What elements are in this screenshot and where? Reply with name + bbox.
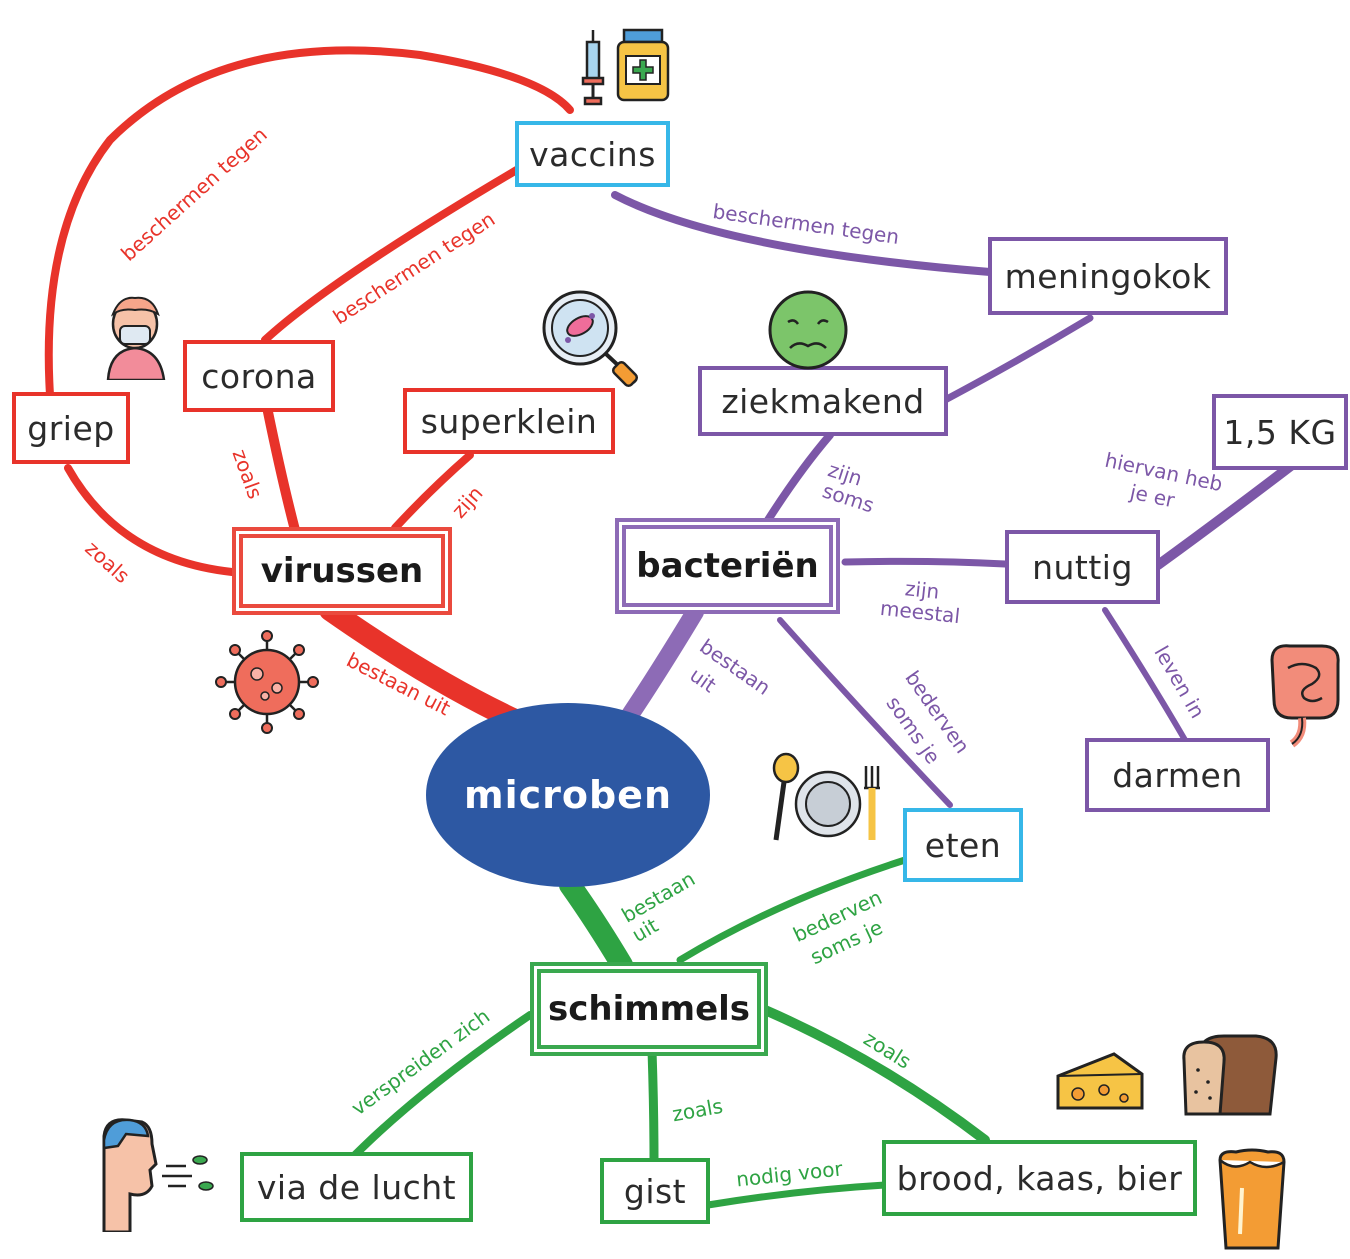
beer-icon [1218,1148,1286,1250]
bacteria-magnifier-icon [542,290,639,388]
node-darmen: darmen [1085,738,1270,812]
line-virussen-griep [64,464,236,576]
bread-icon [1182,1034,1278,1116]
syringe-icon [581,30,605,106]
line-microben-schimmels [559,874,633,976]
node-superklein-label: superklein [420,401,598,441]
node-gist: gist [600,1158,710,1224]
node-eten: eten [903,808,1023,882]
line-ziekmakend-meningokok [941,314,1094,404]
line-nuttig-darmen [1102,607,1188,743]
node-virussen: virussen [232,527,452,615]
center-label: microben [463,773,673,817]
line-bacterien-ziekmakend [764,431,834,524]
node-virussen-label: virussen [260,551,424,591]
node-via-de-lucht: via de lucht [240,1152,473,1222]
node-nuttig: nuttig [1005,530,1160,604]
line-virussen-microben [319,599,526,731]
line-griep-vaccins [44,46,574,399]
node-kg: 1,5 KG [1212,394,1348,470]
center-node-microben: microben [426,703,710,887]
cheese-icon [1056,1052,1144,1110]
node-meningokok: meningokok [988,237,1228,315]
node-corona: corona [183,340,335,412]
node-bacterien: bacteriën [615,518,840,614]
node-via-de-lucht-label: via de lucht [256,1167,457,1207]
line-corona-vaccins [261,164,524,344]
node-vaccins: vaccins [515,121,670,187]
medicine-jar-icon [616,28,670,102]
line-bacterien-microben [621,603,704,724]
node-darmen-label: darmen [1112,755,1243,795]
line-gist-brood [704,1181,889,1209]
node-ziekmakend-label: ziekmakend [721,381,925,421]
sick-person-mask-icon [106,296,166,380]
line-vaccins-meningokok [611,191,994,276]
node-schimmels-label: schimmels [547,989,751,1029]
intestines-icon [1270,644,1340,748]
nauseous-face-icon [768,290,848,370]
node-corona-label: corona [201,356,317,396]
node-brood: brood, kaas, bier [882,1140,1197,1216]
node-ziekmakend: ziekmakend [698,366,948,436]
node-vaccins-label: vaccins [529,134,656,174]
node-gist-label: gist [623,1171,687,1211]
node-meningokok-label: meningokok [1004,256,1212,296]
line-schimmels-gist [647,1045,659,1165]
line-schimmels-lucht [351,1011,534,1159]
node-superklein: superklein [403,388,615,454]
node-bacterien-label: bacteriën [636,546,819,586]
node-griep-label: griep [27,408,115,448]
node-griep: griep [12,392,130,464]
breathing-person-icon [102,1118,214,1232]
virus-icon [215,630,319,734]
node-brood-label: brood, kaas, bier [896,1158,1183,1198]
line-bacterien-eten [777,617,953,808]
line-virussen-superklein [391,451,474,532]
line-schimmels-brood [760,1005,990,1145]
node-schimmels: schimmels [530,962,768,1056]
line-schimmels-eten [676,856,909,964]
line-virussen-corona [263,407,300,535]
node-nuttig-label: nuttig [1032,547,1133,587]
node-eten-label: eten [924,825,1002,865]
line-nuttig-kg [1153,460,1297,570]
node-kg-label: 1,5 KG [1223,412,1337,452]
plate-cutlery-icon [772,752,880,841]
line-bacterien-nuttig [841,557,1009,568]
